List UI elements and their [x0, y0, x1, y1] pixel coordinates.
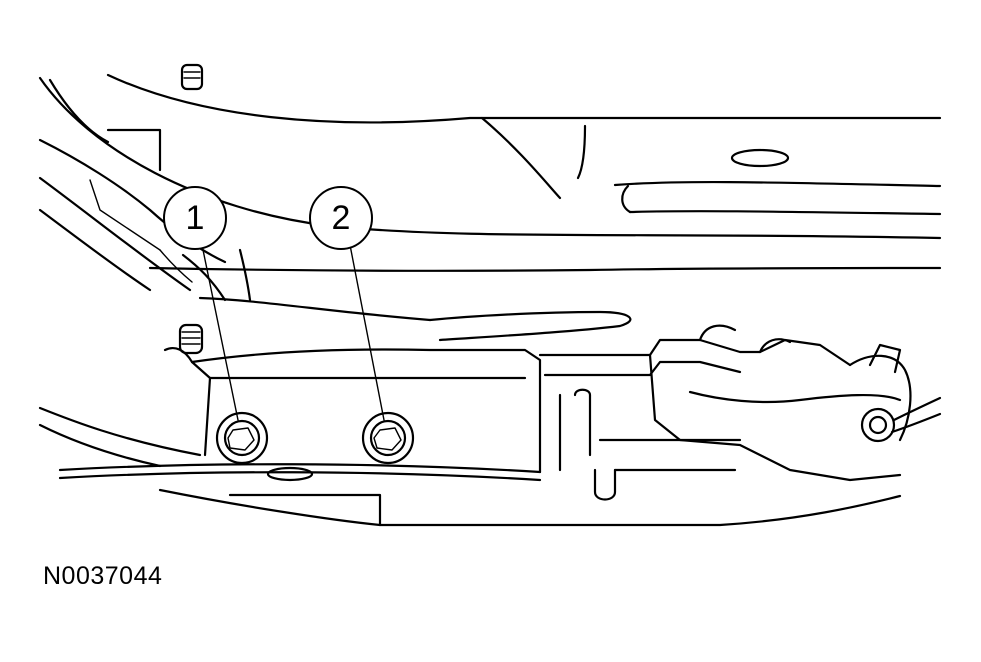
callout-1-number: 1 — [186, 199, 205, 237]
bolt-2 — [361, 411, 415, 465]
callout-2-number: 2 — [332, 199, 351, 237]
bolt-1 — [215, 411, 269, 465]
seat-track-mechanism — [538, 324, 942, 501]
seat-track-bracket — [38, 346, 902, 527]
callout-1: 1 — [163, 186, 239, 421]
callout-2: 2 — [309, 186, 385, 421]
figure-id-label: N0037044 — [43, 562, 163, 590]
